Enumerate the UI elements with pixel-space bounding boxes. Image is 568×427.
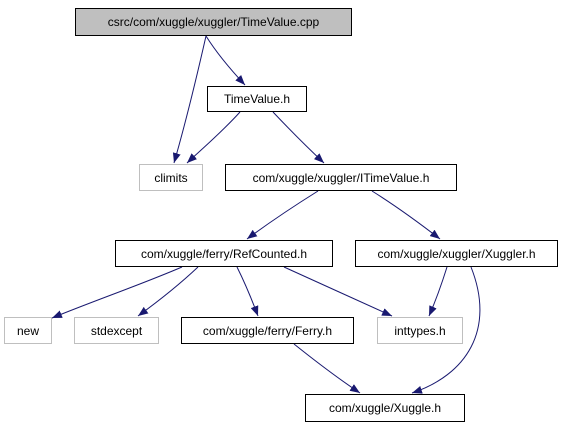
node-itimevalue-h[interactable]: com/xuggle/xuggler/ITimeValue.h: [225, 164, 457, 191]
node-label: com/xuggle/xuggler/Xuggler.h: [377, 246, 536, 261]
edge-refcounted-h-to-stdexcept: [137, 266, 199, 317]
node-label: com/xuggle/ferry/Ferry.h: [202, 323, 333, 338]
node-stdexcept: stdexcept: [74, 317, 159, 344]
edge-timevalue-cpp-to-climits: [172, 35, 207, 164]
edge-timevalue-cpp-to-timevalue-h: [205, 35, 246, 86]
edge-ferry-h-to-xuggle-h: [293, 343, 361, 394]
edge-refcounted-h-to-ferry-h: [236, 266, 259, 317]
node-new: new: [4, 317, 52, 344]
node-refcounted-h[interactable]: com/xuggle/ferry/RefCounted.h: [115, 240, 333, 267]
edge-refcounted-h-to-inttypes-h: [283, 266, 393, 317]
node-label: com/xuggle/Xuggle.h: [328, 401, 442, 415]
edge-itimevalue-h-to-xuggler-h: [371, 190, 441, 240]
node-label: csrc/com/xuggle/xuggler/TimeValue.cpp: [107, 15, 320, 29]
edge-xuggler-h-to-xuggle-h: [411, 266, 481, 394]
node-timevalue-h[interactable]: TimeValue.h: [207, 86, 307, 112]
node-inttypes-h: inttypes.h: [377, 317, 463, 344]
node-label: TimeValue.h: [223, 92, 291, 106]
edge-xuggler-h-to-inttypes-h: [428, 266, 448, 317]
edge-timevalue-h-to-itimevalue-h: [272, 111, 325, 164]
node-label: com/xuggle/xuggler/ITimeValue.h: [252, 170, 430, 185]
node-label: new: [16, 323, 39, 338]
node-ferry-h[interactable]: com/xuggle/ferry/Ferry.h: [181, 317, 354, 344]
node-xuggle-h[interactable]: com/xuggle/Xuggle.h: [305, 394, 465, 422]
node-label: inttypes.h: [394, 323, 446, 338]
node-xuggler-h[interactable]: com/xuggle/xuggler/Xuggler.h: [355, 240, 558, 267]
edge-itimevalue-h-to-refcounted-h: [246, 190, 319, 240]
node-label: climits: [154, 170, 188, 185]
node-label: stdexcept: [90, 323, 143, 338]
node-label: com/xuggle/ferry/RefCounted.h: [140, 246, 308, 261]
node-climits: climits: [139, 164, 203, 191]
edge-timevalue-h-to-climits: [186, 111, 241, 164]
edge-refcounted-h-to-new: [51, 266, 183, 319]
node-timevalue-cpp: csrc/com/xuggle/xuggler/TimeValue.cpp: [75, 8, 352, 36]
